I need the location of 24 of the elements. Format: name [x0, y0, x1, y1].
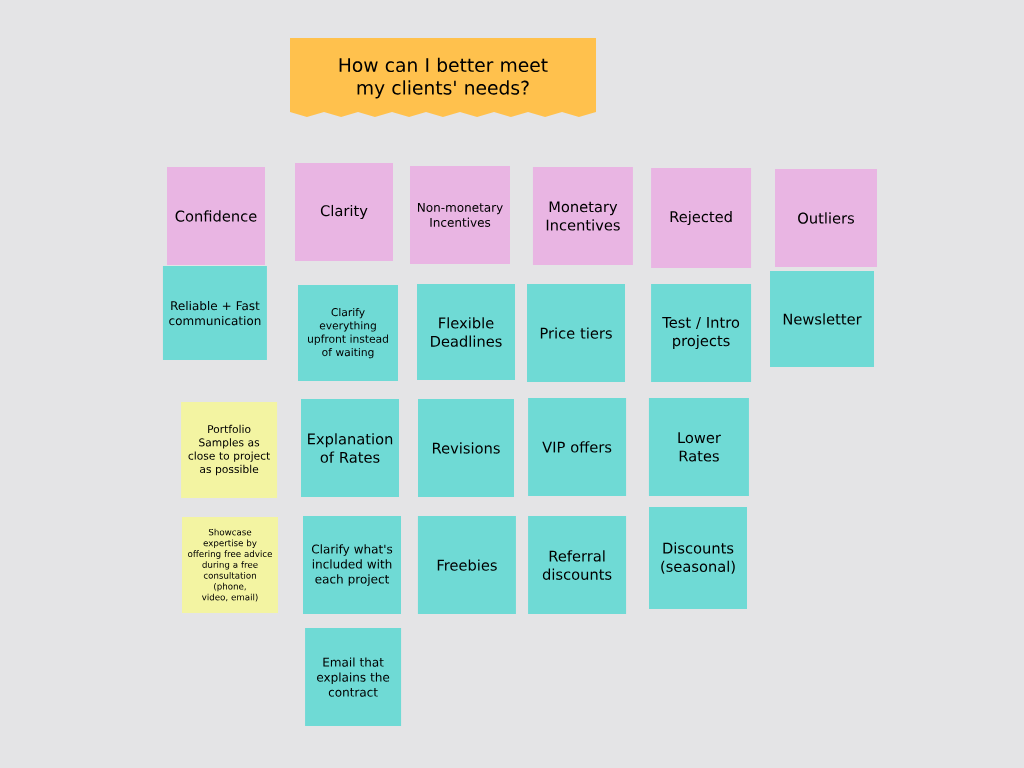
sticky-note: Outliers [775, 169, 877, 267]
sticky-note: Freebies [417, 516, 516, 615]
sticky-note: Monetary Incentives [532, 167, 633, 265]
sticky-note: Lower Rates [648, 397, 749, 496]
title-banner: How can I better meet my clients' needs? [290, 38, 596, 118]
sticky-note: Email that explains the contract [305, 628, 402, 727]
sticky-note: Explanation of Rates [301, 399, 399, 497]
sticky-note: Newsletter [770, 270, 874, 367]
sticky-note: Revisions [418, 399, 514, 497]
sticky-note: Rejected [651, 168, 752, 268]
sticky-note: Non-monetary Incentives [410, 165, 510, 264]
sticky-note: VIP offers [528, 397, 627, 496]
sticky-note: Flexible Deadlines [417, 284, 515, 380]
sticky-note: Referral discounts [528, 516, 627, 615]
sticky-note: Clarify what's included with each project [303, 516, 401, 615]
sticky-note: Confidence [167, 167, 265, 265]
sticky-note: Discounts (seasonal) [649, 507, 747, 609]
sticky-note: Price tiers [527, 284, 625, 383]
sticky-note: Showcase expertise by offering free advice during a free consultation (phone, video, email) [182, 517, 278, 614]
sticky-note: Test / Intro projects [651, 284, 752, 383]
sticky-note: Reliable + Fast communication [162, 266, 267, 361]
sticky-note: Clarify everything upfront instead of waiting [298, 285, 398, 382]
sticky-note: Portfolio Samples as close to project as possible [181, 402, 278, 498]
sticky-note: Clarity [295, 163, 393, 261]
